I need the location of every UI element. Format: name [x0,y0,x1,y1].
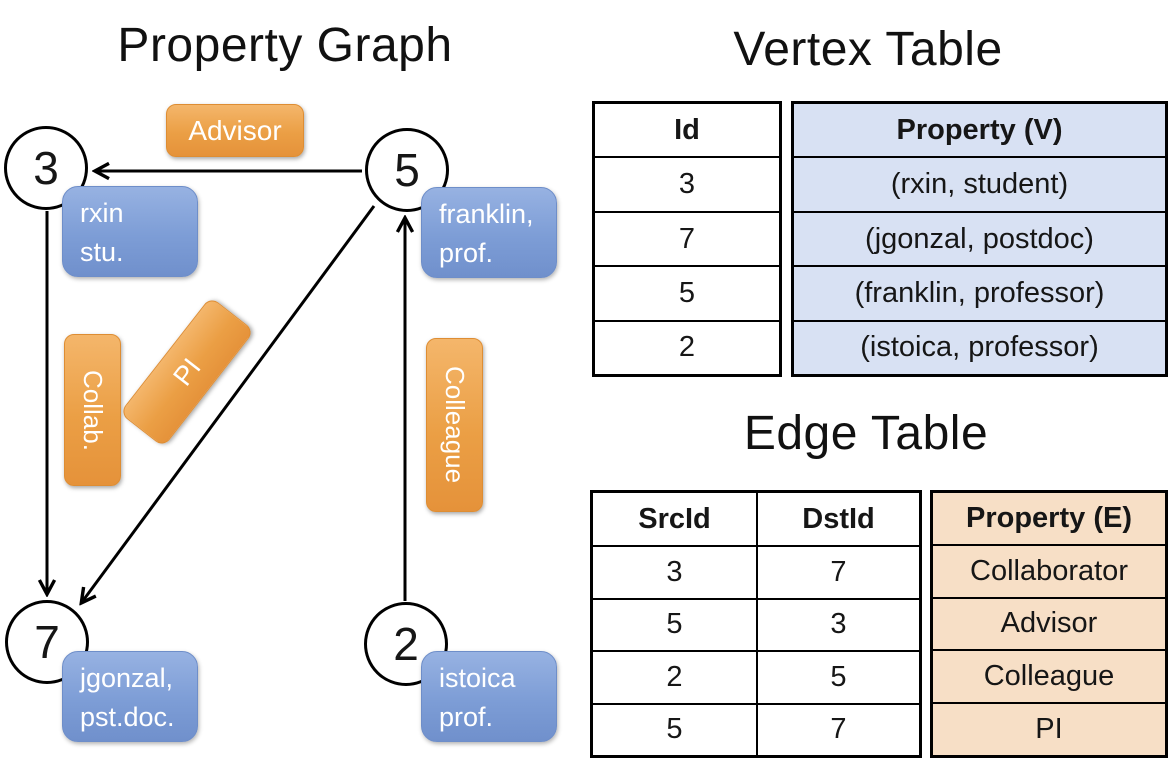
vertex-table-property-header: Property (V) [896,113,1063,146]
table-cell: 5 [593,597,756,650]
vertex-property-line: stu. [80,237,124,267]
edge-label-advisor-text: Advisor [188,114,282,146]
table-cell: Colleague [933,649,1165,702]
vertex-property-line: prof. [439,702,494,732]
graph-edges-layer [0,0,585,760]
table-cell: 3 [756,597,919,651]
table-cell: 7 [595,210,779,265]
vertex-table-property-column: Property (V) (rxin, student) (jgonzal, p… [791,101,1168,377]
vertex-table-id-header: Id [674,113,700,146]
edge-label-advisor: Advisor [166,104,304,157]
vertex-property-line: rxin [80,198,124,228]
table-cell: (franklin, professor) [794,265,1165,319]
edge-pi-arrow [82,205,376,602]
vertex-property-box-rxin: rxin stu. [62,186,198,277]
edge-label-collaborator: Collab. [64,334,121,486]
edge-label-collaborator-text: Collab. [78,369,108,451]
table-cell: 2 [593,650,756,702]
vertex-property-box-istoica: istoica prof. [421,651,557,742]
edge-label-colleague-text: Colleague [440,366,470,484]
edge-table-property-column: Property (E) Collaborator Advisor Collea… [930,490,1168,758]
edge-label-pi-text: PI [166,352,207,391]
node-5-id: 5 [394,144,420,196]
table-cell: (rxin, student) [794,156,1165,210]
node-2-id: 2 [393,618,419,670]
vertex-table-title: Vertex Table [733,23,1003,76]
table-cell: Collaborator [933,543,1165,597]
edge-table-title: Edge Table [743,407,989,460]
vertex-property-line: jgonzal, [80,663,174,693]
vertex-property-line: franklin, [439,199,534,229]
table-cell: 5 [595,265,779,319]
table-cell: Advisor [933,596,1165,650]
node-3-id: 3 [33,142,59,194]
table-cell: (istoica, professor) [794,319,1165,374]
graph-node-2: 2 [364,602,448,686]
vertex-property-box-jgonzal: jgonzal, pst.doc. [62,651,198,742]
table-cell: 3 [595,156,779,210]
edge-table-dstid-header: DstId [756,493,919,546]
edge-label-colleague: Colleague [426,338,483,512]
table-cell: PI [933,702,1165,755]
vertex-property-line: istoica [439,663,516,693]
edge-table-id-columns: SrcId DstId 3 7 5 3 2 5 5 7 [590,490,922,758]
table-cell: 3 [593,545,756,597]
graph-node-5: 5 [365,128,449,212]
table-cell: 7 [756,702,919,755]
vertex-property-line: prof. [439,238,494,268]
vertex-table-id-column: Id 3 7 5 2 [592,101,782,377]
edge-table-srcid-header: SrcId [638,502,711,535]
vertex-property-box-franklin: franklin, prof. [421,187,557,278]
table-cell: 7 [756,545,919,598]
node-7-id: 7 [34,616,60,668]
table-cell: (jgonzal, postdoc) [794,210,1165,265]
table-cell: 5 [756,650,919,703]
property-graph-title: Property Graph [117,19,453,72]
table-cell: 2 [595,319,779,374]
edge-table-property-header: Property (E) [966,501,1132,534]
table-cell: 5 [593,702,756,755]
vertex-property-line: pst.doc. [80,702,175,732]
